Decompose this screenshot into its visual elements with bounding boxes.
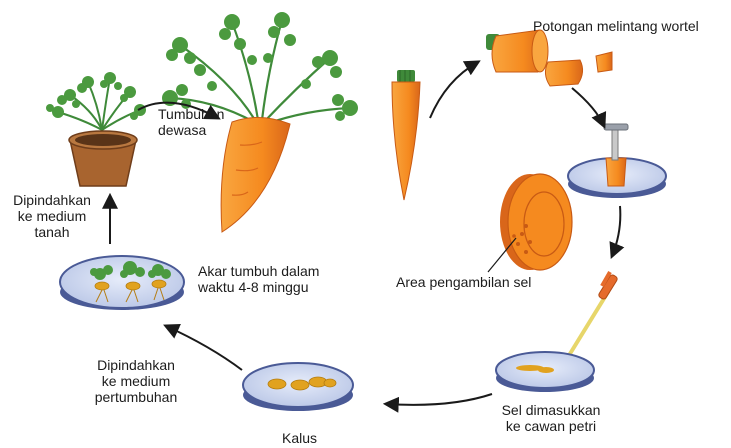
label-mature-plant: Tumbuhan dewasa — [158, 106, 224, 138]
label-sampling-area: Area pengambilan sel — [396, 274, 532, 290]
arrow-plant-to-mature — [137, 101, 221, 120]
label-cross-section: Potongan melintang wortel — [533, 18, 699, 34]
label-transfer-soil-line2: ke medium — [17, 208, 87, 224]
label-transfer-growth-line1: Dipindahkan — [97, 357, 175, 373]
sampling-pointer-line — [487, 237, 517, 273]
label-transfer-growth: Dipindahkan ke medium pertumbuhan — [76, 357, 196, 405]
arrow-cells-to-callus — [382, 393, 493, 413]
label-transfer-soil-line3: tanah — [34, 224, 70, 240]
carrot-pieces — [486, 29, 613, 87]
arrow-callus-to-plantlets — [163, 324, 243, 371]
label-roots-grow: Akar tumbuh dalam waktu 4-8 minggu — [198, 263, 319, 295]
label-roots-grow-line2: waktu 4-8 minggu — [198, 279, 309, 295]
petri-dish-plantlets — [59, 255, 185, 310]
label-cells-petri-line2: ke cawan petri — [505, 418, 597, 434]
arrow-pieces-to-dish — [571, 87, 607, 129]
petri-dish-with-borer — [567, 123, 667, 198]
label-cells-petri-line1: Sel dimasukkan — [501, 402, 601, 418]
label-transfer-soil: Dipindahkan ke medium tanah — [2, 192, 102, 240]
small-carrot — [391, 70, 421, 201]
label-transfer-soil-line1: Dipindahkan — [13, 192, 91, 208]
petri-dish-callus — [242, 362, 354, 411]
label-mature-plant-line2: dewasa — [158, 122, 207, 138]
arrow-carrot-to-pieces — [429, 60, 481, 119]
carrot-slices — [500, 173, 573, 271]
arrow-dish-to-dropper — [609, 205, 625, 259]
petri-dish-cells — [495, 351, 595, 392]
label-mature-plant-line1: Tumbuhan — [158, 106, 225, 122]
label-roots-grow-line1: Akar tumbuh dalam — [198, 263, 320, 279]
cycle-arrows — [102, 60, 625, 413]
potted-carrot-plant — [46, 72, 146, 187]
label-cells-petri: Sel dimasukkan ke cawan petri — [496, 402, 606, 434]
label-transfer-growth-line2: ke medium — [101, 373, 171, 389]
label-transfer-growth-line3: pertumbuhan — [94, 389, 178, 405]
label-callus: Kalus — [282, 430, 318, 446]
